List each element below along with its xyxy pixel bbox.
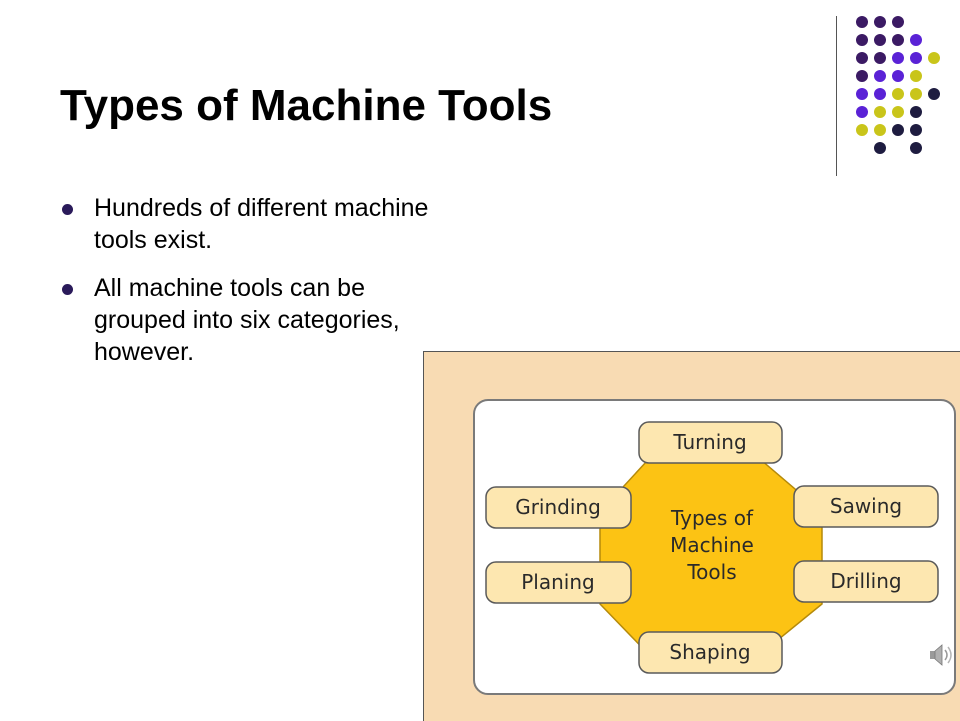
bullet-item: All machine tools can be grouped into si…	[60, 272, 430, 368]
decorative-dot-grid	[856, 16, 940, 154]
machine-tools-diagram: Types of Machine Tools Turning Grinding …	[423, 351, 960, 721]
category-shaping: Shaping	[638, 631, 783, 674]
category-grinding: Grinding	[485, 486, 632, 529]
category-label: Grinding	[515, 495, 601, 519]
category-planing: Planing	[485, 561, 632, 604]
bullet-text: Hundreds of different machine tools exis…	[94, 194, 429, 254]
category-drilling: Drilling	[793, 560, 939, 603]
category-label: Planing	[521, 570, 594, 594]
bullet-dot-icon	[62, 284, 73, 295]
slide-title: Types of Machine Tools	[60, 81, 553, 130]
diagram-canvas: Types of Machine Tools Turning Grinding …	[473, 399, 956, 695]
bullet-text: All machine tools can be grouped into si…	[94, 274, 400, 366]
category-label: Drilling	[830, 569, 901, 593]
bullet-dot-icon	[62, 204, 73, 215]
category-sawing: Sawing	[793, 485, 939, 528]
category-turning: Turning	[638, 421, 783, 464]
speaker-icon[interactable]	[930, 644, 952, 666]
bullet-list: Hundreds of different machine tools exis…	[60, 192, 430, 384]
category-label: Shaping	[669, 640, 750, 664]
center-label-line: Tools	[686, 560, 736, 584]
category-label: Turning	[672, 430, 746, 454]
category-label: Sawing	[830, 494, 902, 518]
bullet-item: Hundreds of different machine tools exis…	[60, 192, 430, 256]
decorative-divider	[836, 16, 837, 176]
center-label-line: Types of	[670, 506, 754, 530]
center-label-line: Machine	[670, 533, 754, 557]
